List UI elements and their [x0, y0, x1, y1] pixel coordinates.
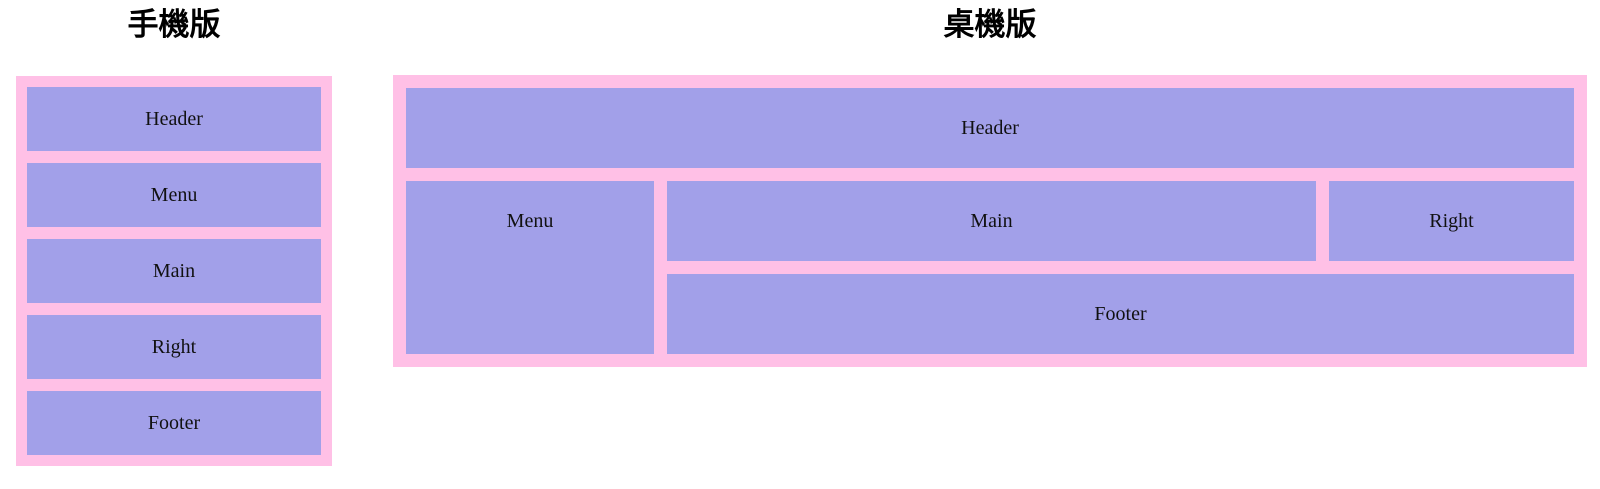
- mobile-section-title: 手機版: [127, 7, 221, 43]
- mobile-box-main: Main: [27, 239, 321, 303]
- desktop-box-right: Right: [1329, 181, 1574, 261]
- mobile-layout-container: Header Menu Main Right Footer: [16, 76, 332, 466]
- mobile-box-menu: Menu: [27, 163, 321, 227]
- desktop-box-header: Header: [406, 88, 1574, 168]
- desktop-layout-container: Header Menu Main Right Footer: [393, 75, 1587, 367]
- mobile-box-header: Header: [27, 87, 321, 151]
- mobile-box-footer: Footer: [27, 391, 321, 455]
- desktop-box-menu: Menu: [406, 181, 654, 354]
- desktop-section-title: 桌機版: [943, 7, 1037, 43]
- desktop-box-footer: Footer: [667, 274, 1574, 354]
- mobile-box-right: Right: [27, 315, 321, 379]
- desktop-box-main: Main: [667, 181, 1316, 261]
